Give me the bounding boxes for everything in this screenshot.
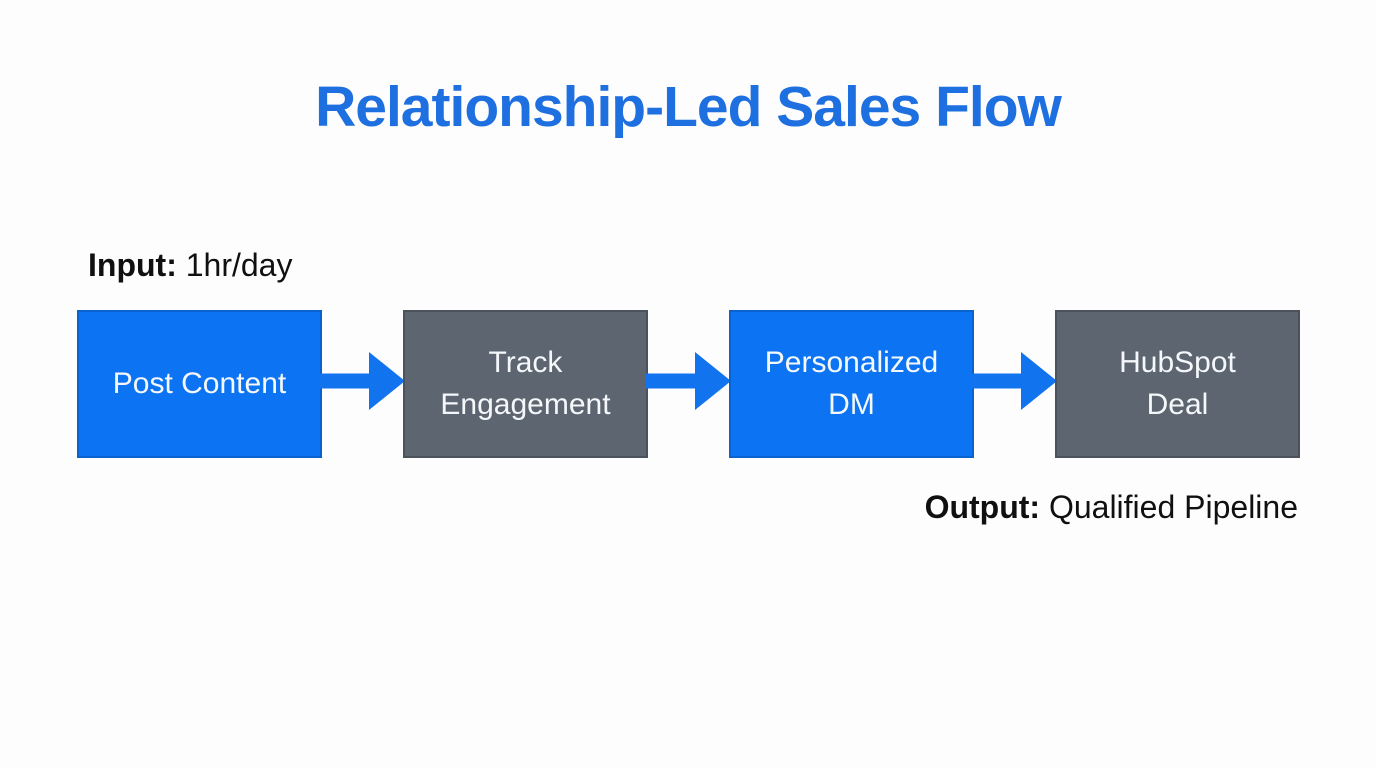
flow-arrow-3 [971, 352, 1057, 410]
arrow-right-icon [645, 352, 731, 410]
input-caption-value: 1hr/day [185, 247, 293, 283]
arrow-right-icon [971, 352, 1057, 410]
flow-node-hubspot-deal: HubSpot Deal [1055, 310, 1300, 458]
flow-node-post-content: Post Content [77, 310, 322, 458]
input-caption: Input: 1hr/day [88, 247, 292, 284]
output-caption: Output: Qualified Pipeline [925, 489, 1298, 526]
page-title: Relationship-Led Sales Flow [315, 75, 1062, 139]
flow-arrow-1 [319, 352, 405, 410]
input-caption-label: Input: [88, 247, 177, 283]
arrow-right-icon [319, 352, 405, 410]
flow-arrow-2 [645, 352, 731, 410]
flow-node-personalized-dm: Personalized DM [729, 310, 974, 458]
output-caption-label: Output: [924, 489, 1041, 525]
flow-node-track-engagement: Track Engagement [403, 310, 648, 458]
output-caption-value: Qualified Pipeline [1048, 489, 1298, 525]
